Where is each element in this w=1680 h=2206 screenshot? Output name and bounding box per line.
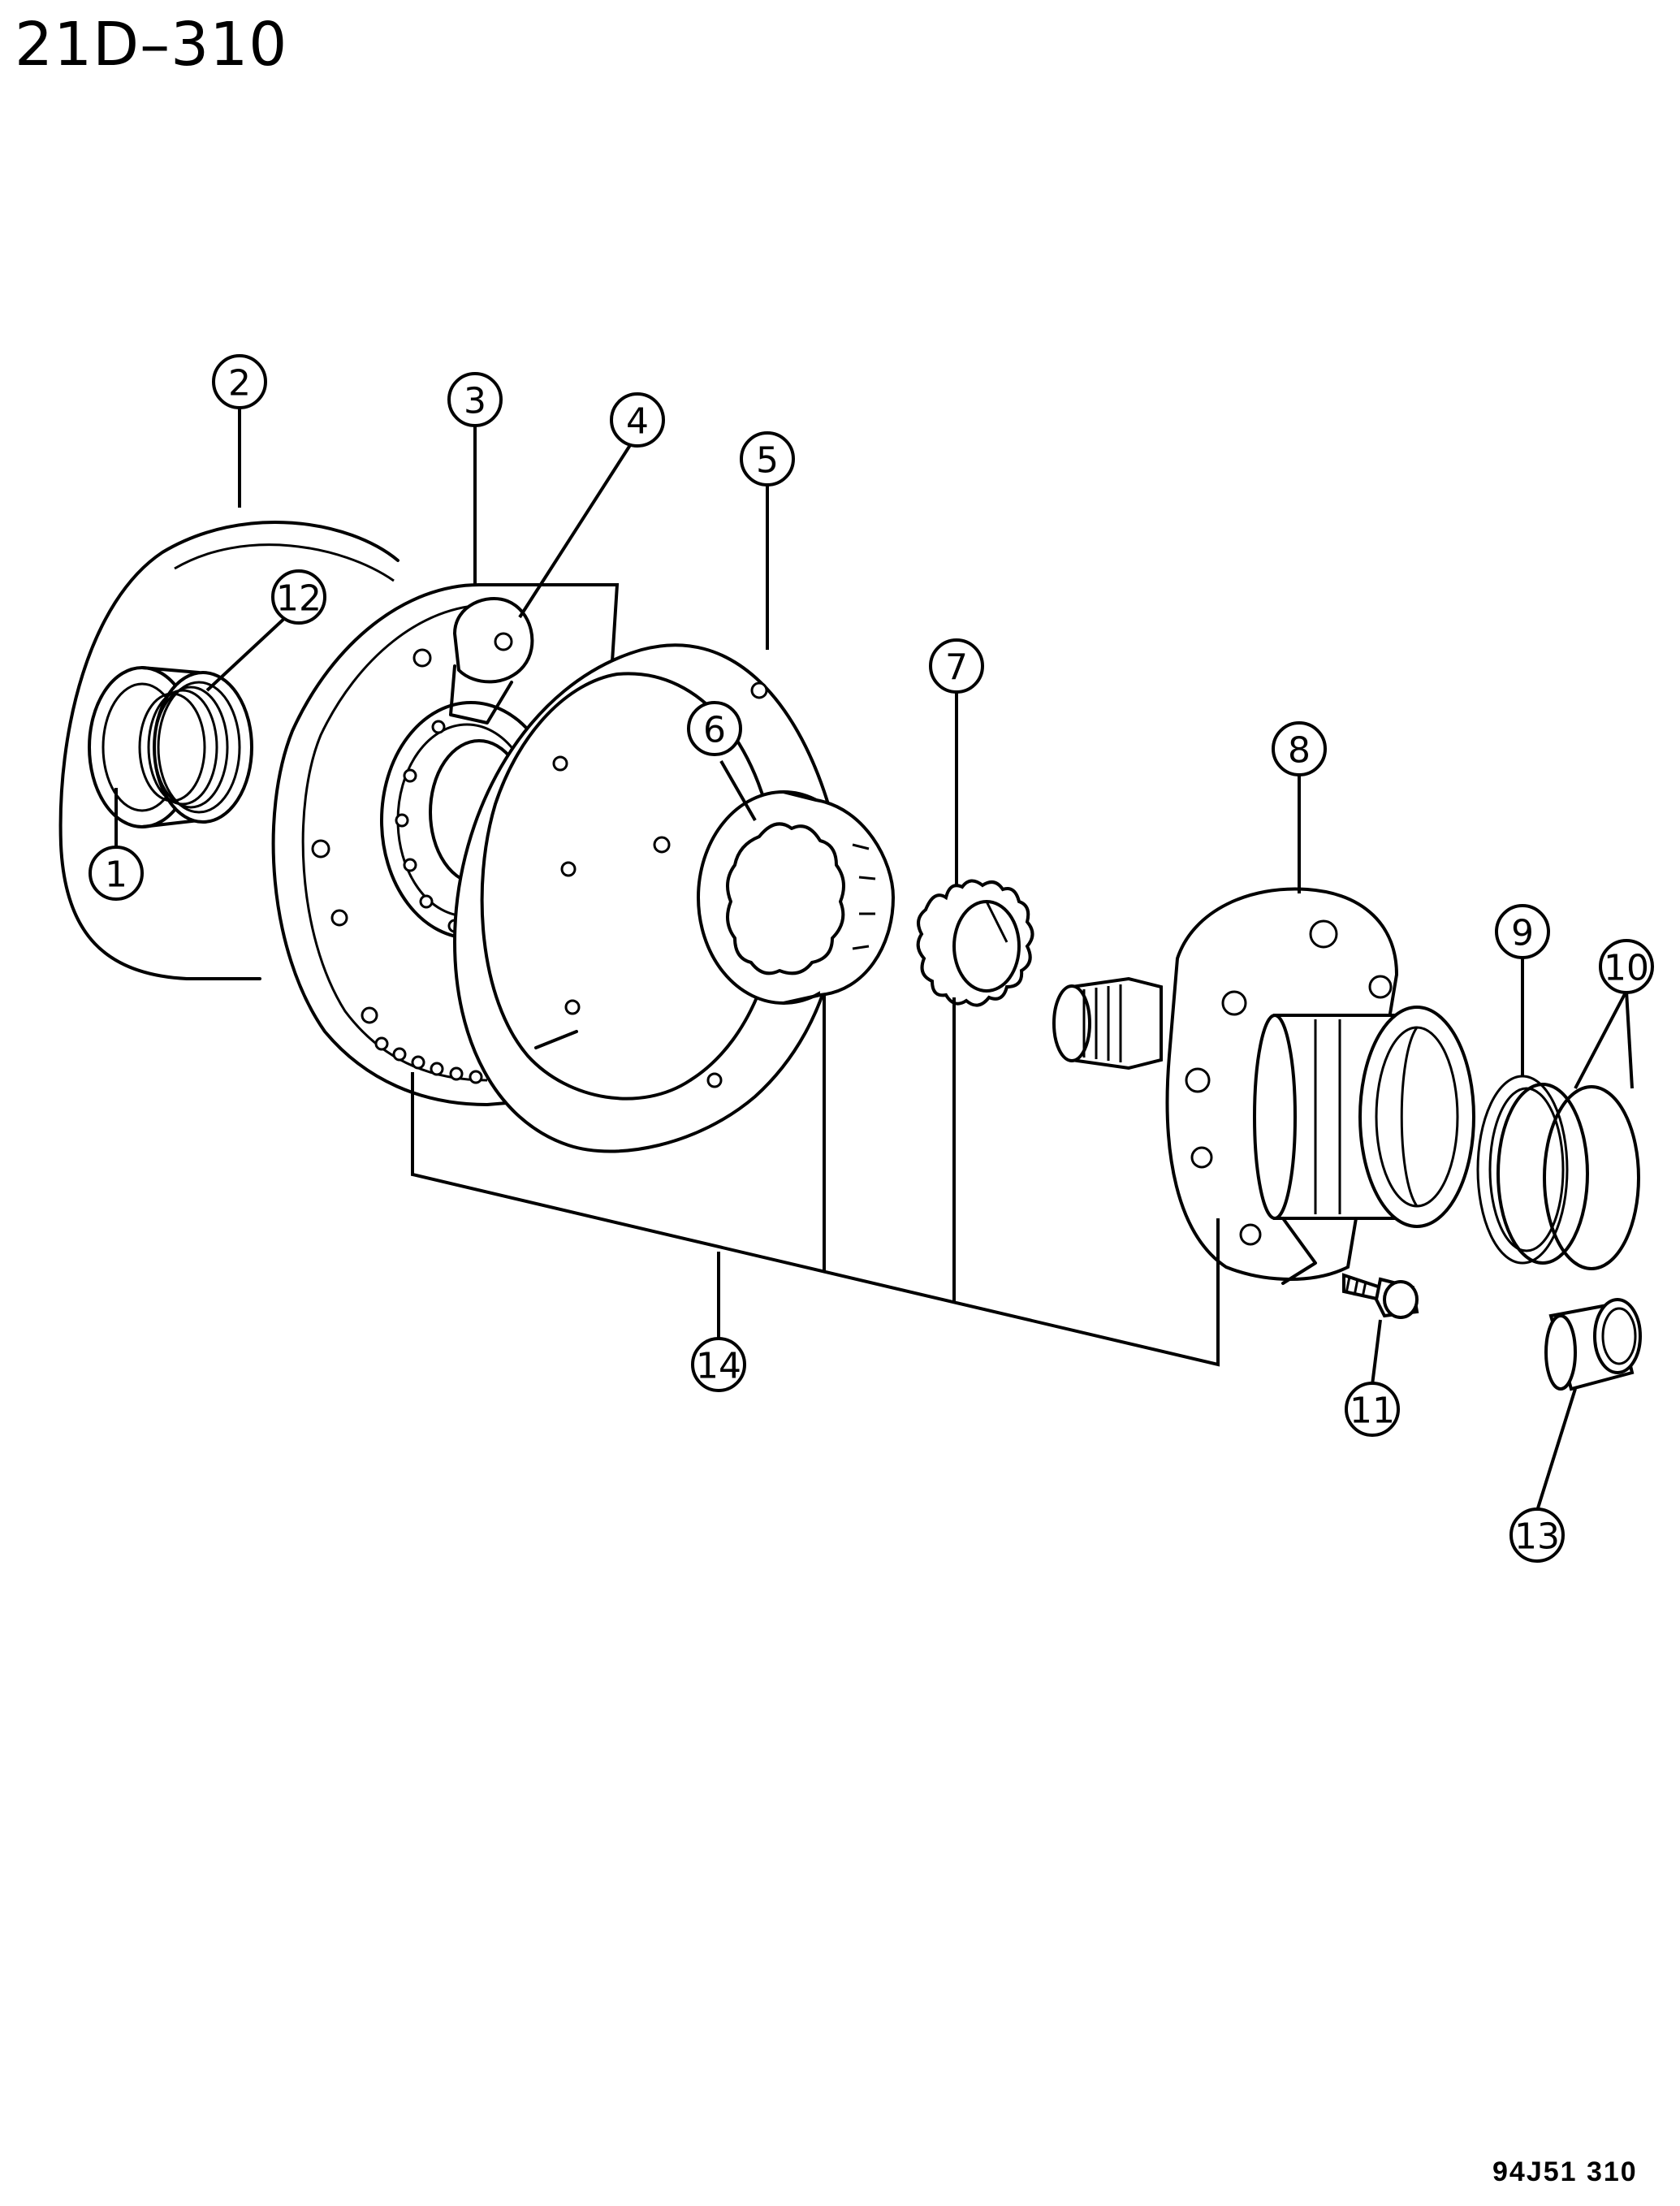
callout-7: 7 (929, 638, 984, 694)
part-11-bolt (1342, 1273, 1419, 1319)
part-2-plate (58, 521, 399, 980)
callout-9: 9 (1495, 904, 1550, 959)
svg-text:9: 9 (1511, 913, 1534, 954)
part-12-bushing (138, 671, 253, 824)
svg-text:3: 3 (464, 381, 486, 422)
callout-8: 8 (1272, 721, 1327, 776)
callout-2: 2 (212, 354, 267, 409)
part-13-bushing (1544, 1298, 1642, 1391)
part-8-pump-housing (1052, 887, 1475, 1285)
svg-text:5: 5 (756, 440, 779, 482)
callout-13: 13 (1509, 1507, 1565, 1563)
callout-1: 1 (89, 846, 144, 901)
svg-text:8: 8 (1288, 730, 1311, 772)
callout-4: 4 (610, 392, 665, 448)
svg-text:10: 10 (1604, 948, 1649, 989)
callout-3: 3 (447, 372, 503, 427)
page-code: 21D–310 (15, 10, 288, 80)
svg-text:2: 2 (228, 363, 251, 404)
svg-text:4: 4 (626, 401, 649, 443)
part-7-inner-gear (916, 879, 1034, 1007)
svg-text:11: 11 (1350, 1391, 1395, 1432)
part-4-valve (449, 596, 534, 725)
svg-text:1: 1 (105, 854, 127, 896)
part-10-sealing-rings (1496, 1083, 1640, 1270)
svg-text:13: 13 (1514, 1516, 1560, 1558)
svg-text:12: 12 (276, 578, 322, 620)
svg-text:6: 6 (703, 710, 726, 751)
leader-lines (114, 404, 1634, 1512)
svg-text:14: 14 (696, 1346, 741, 1387)
callout-5: 5 (740, 431, 795, 487)
part-6-outer-gear (697, 790, 896, 1005)
callout-14: 14 (691, 1337, 746, 1392)
svg-text:7: 7 (945, 647, 968, 689)
callouts: 1 2 3 4 5 6 7 8 9 10 11 12 13 14 (89, 354, 1654, 1563)
callout-12: 12 (271, 569, 326, 625)
part-5-gasket (452, 643, 842, 1153)
drawing-number: 94J51 310 (1492, 2156, 1638, 2187)
callout-6: 6 (687, 701, 742, 756)
callout-11: 11 (1345, 1382, 1400, 1437)
callout-10: 10 (1599, 939, 1654, 994)
